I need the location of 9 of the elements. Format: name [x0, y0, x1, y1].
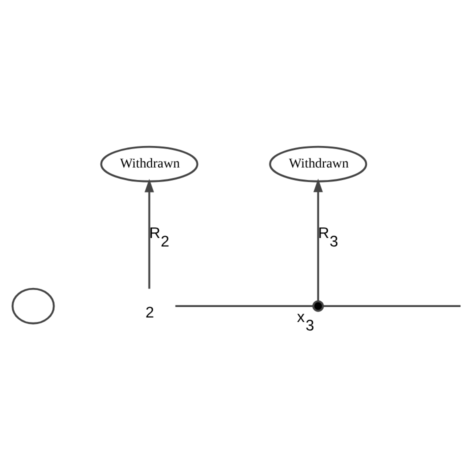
node-ellipse	[12, 287, 55, 324]
connector	[323, 304, 461, 307]
arrow	[313, 178, 323, 301]
connector	[175, 304, 314, 307]
node-text: 2	[145, 304, 154, 321]
node-ellipse: Withdrawn	[100, 145, 198, 182]
node-ellipse: Withdrawn	[269, 145, 368, 182]
node-circle	[312, 300, 324, 312]
arrow	[144, 178, 154, 288]
